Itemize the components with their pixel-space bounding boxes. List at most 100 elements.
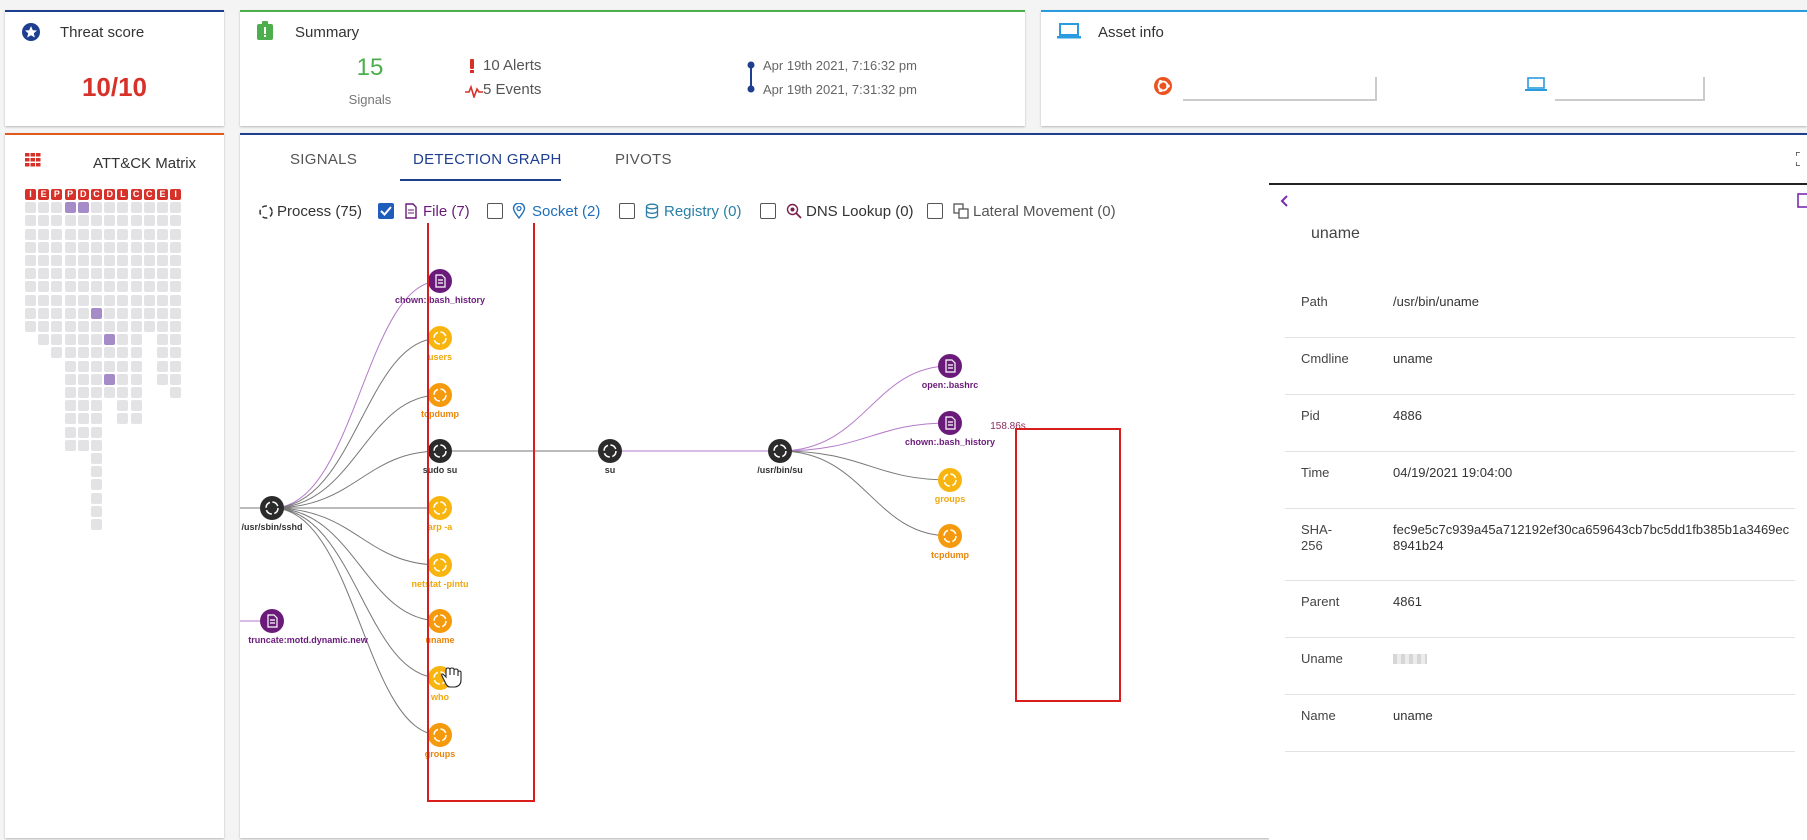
graph-node-groups1[interactable]: groups <box>425 723 456 759</box>
matrix-technique-cell[interactable] <box>64 307 76 319</box>
matrix-technique-cell[interactable] <box>51 268 63 280</box>
matrix-column-header[interactable]: D <box>77 189 89 200</box>
matrix-technique-cell[interactable] <box>170 241 182 253</box>
matrix-technique-cell[interactable] <box>91 294 102 306</box>
matrix-technique-cell[interactable] <box>130 321 142 332</box>
matrix-technique-cell[interactable] <box>91 373 102 385</box>
matrix-technique-cell[interactable] <box>51 294 63 306</box>
matrix-technique-cell[interactable] <box>25 255 36 266</box>
matrix-technique-cell[interactable] <box>77 439 89 451</box>
matrix-technique-cell[interactable] <box>104 294 116 306</box>
matrix-technique-cell[interactable] <box>104 334 116 346</box>
matrix-technique-cell[interactable] <box>77 241 89 253</box>
matrix-technique-cell[interactable] <box>170 215 182 227</box>
matrix-technique-cell[interactable] <box>130 228 142 240</box>
matrix-technique-cell[interactable] <box>91 505 102 517</box>
matrix-technique-cell[interactable] <box>64 347 76 359</box>
matrix-technique-cell[interactable] <box>25 215 36 227</box>
matrix-technique-cell[interactable] <box>117 373 129 385</box>
matrix-technique-cell[interactable] <box>104 215 116 227</box>
matrix-technique-cell[interactable] <box>157 321 168 332</box>
matrix-technique-cell[interactable] <box>157 373 168 385</box>
graph-node-su[interactable]: su <box>598 439 622 475</box>
matrix-technique-cell[interactable] <box>157 255 168 266</box>
graph-node-users[interactable]: users <box>428 326 452 362</box>
matrix-technique-cell[interactable] <box>117 228 129 240</box>
matrix-technique-cell[interactable] <box>170 373 182 385</box>
matrix-column-header[interactable]: I <box>170 189 182 200</box>
graph-node-truncate[interactable]: truncate:motd.dynamic.new <box>248 609 369 645</box>
matrix-column-header[interactable]: P <box>51 189 63 200</box>
matrix-technique-cell[interactable] <box>130 202 142 214</box>
matrix-technique-cell[interactable] <box>143 268 155 280</box>
matrix-technique-cell[interactable] <box>130 413 142 425</box>
matrix-technique-cell[interactable] <box>77 294 89 306</box>
registry-checkbox[interactable] <box>619 203 635 219</box>
matrix-technique-cell[interactable] <box>77 400 89 412</box>
matrix-technique-cell[interactable] <box>143 215 155 227</box>
matrix-technique-cell[interactable] <box>104 321 116 332</box>
matrix-technique-cell[interactable] <box>64 202 76 214</box>
matrix-technique-cell[interactable] <box>170 255 182 266</box>
tab-signals[interactable]: SIGNALS <box>290 151 358 168</box>
matrix-technique-cell[interactable] <box>91 215 102 227</box>
matrix-technique-cell[interactable] <box>130 307 142 319</box>
matrix-technique-cell[interactable] <box>51 228 63 240</box>
matrix-technique-cell[interactable] <box>38 334 50 346</box>
matrix-technique-cell[interactable] <box>143 202 155 214</box>
matrix-technique-cell[interactable] <box>91 241 102 253</box>
matrix-technique-cell[interactable] <box>51 321 63 332</box>
matrix-technique-cell[interactable] <box>157 241 168 253</box>
matrix-technique-cell[interactable] <box>25 228 36 240</box>
matrix-technique-cell[interactable] <box>143 294 155 306</box>
matrix-technique-cell[interactable] <box>51 334 63 346</box>
matrix-technique-cell[interactable] <box>130 347 142 359</box>
matrix-technique-cell[interactable] <box>38 255 50 266</box>
matrix-technique-cell[interactable] <box>130 334 142 346</box>
matrix-technique-cell[interactable] <box>77 360 89 372</box>
matrix-column-header[interactable]: C <box>130 189 142 200</box>
graph-node-groups2[interactable]: groups <box>935 468 966 504</box>
matrix-technique-cell[interactable] <box>38 202 50 214</box>
matrix-technique-cell[interactable] <box>130 400 142 412</box>
matrix-technique-cell[interactable] <box>104 387 116 398</box>
matrix-technique-cell[interactable] <box>170 360 182 372</box>
matrix-technique-cell[interactable] <box>64 294 76 306</box>
matrix-technique-cell[interactable] <box>25 307 36 319</box>
matrix-column-header[interactable]: D <box>104 189 116 200</box>
matrix-column-header[interactable]: P <box>64 189 76 200</box>
matrix-technique-cell[interactable] <box>77 255 89 266</box>
matrix-column-header[interactable]: I <box>25 189 36 200</box>
matrix-technique-cell[interactable] <box>130 373 142 385</box>
tab-detection-graph[interactable]: DETECTION GRAPH <box>413 151 562 168</box>
matrix-technique-cell[interactable] <box>117 347 129 359</box>
graph-node-arp[interactable]: arp -a <box>428 496 454 532</box>
matrix-technique-cell[interactable] <box>64 360 76 372</box>
matrix-technique-cell[interactable] <box>91 387 102 398</box>
dns-checkbox[interactable] <box>760 203 776 219</box>
graph-node-tcpdump2[interactable]: tcpdump <box>931 524 969 560</box>
alerts-count[interactable]: 10 Alerts <box>483 57 542 74</box>
matrix-technique-cell[interactable] <box>170 281 182 293</box>
matrix-technique-cell[interactable] <box>157 215 168 227</box>
matrix-technique-cell[interactable] <box>91 466 102 478</box>
matrix-technique-cell[interactable] <box>91 228 102 240</box>
matrix-technique-cell[interactable] <box>77 228 89 240</box>
graph-node-netstat[interactable]: netstat -pintu <box>412 553 469 589</box>
matrix-technique-cell[interactable] <box>25 321 36 332</box>
events-count[interactable]: 5 Events <box>483 81 542 98</box>
matrix-technique-cell[interactable] <box>104 373 116 385</box>
matrix-technique-cell[interactable] <box>117 413 129 425</box>
matrix-technique-cell[interactable] <box>143 307 155 319</box>
matrix-technique-cell[interactable] <box>130 387 142 398</box>
matrix-technique-cell[interactable] <box>51 281 63 293</box>
filter-registry[interactable]: Registry (0) <box>664 203 742 220</box>
filter-lateral-movement[interactable]: Lateral Movement (0) <box>973 203 1116 220</box>
matrix-column-header[interactable]: L <box>117 189 129 200</box>
matrix-technique-cell[interactable] <box>157 347 168 359</box>
graph-node-binsu[interactable]: /usr/bin/su <box>757 439 803 475</box>
matrix-technique-cell[interactable] <box>38 281 50 293</box>
matrix-technique-cell[interactable] <box>143 228 155 240</box>
matrix-technique-cell[interactable] <box>170 334 182 346</box>
matrix-technique-cell[interactable] <box>157 202 168 214</box>
